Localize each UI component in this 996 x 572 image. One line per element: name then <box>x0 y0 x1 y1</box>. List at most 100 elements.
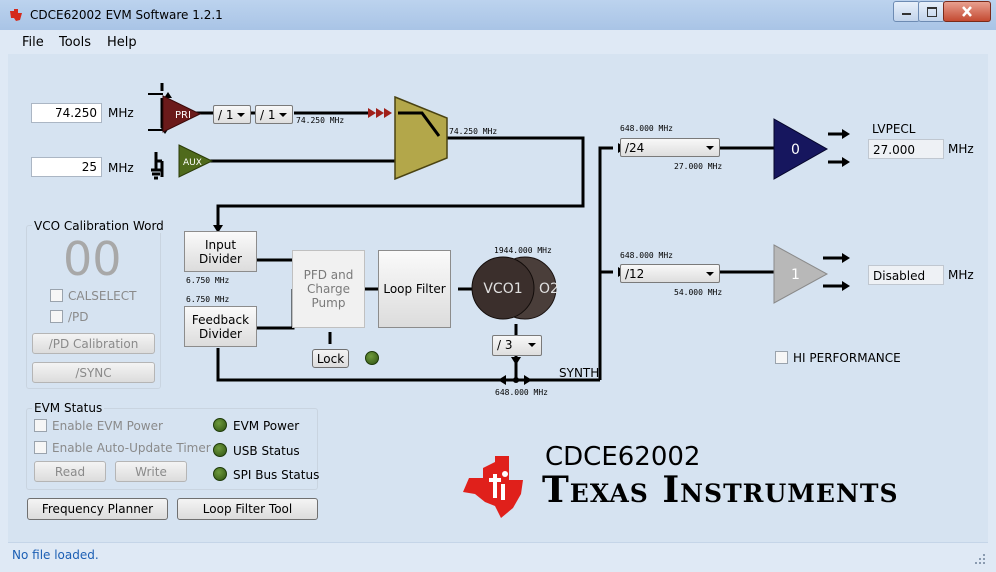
loop-filter-tool-button[interactable]: Loop Filter Tool <box>177 498 318 520</box>
status-bar: No file loaded. <box>8 542 988 567</box>
menu-file[interactable]: File <box>22 35 44 50</box>
pri-prediv1-select[interactable]: / 1 <box>213 105 251 124</box>
company-name: Texas Instruments <box>542 469 899 511</box>
chevron-down-icon <box>706 146 714 150</box>
chevron-down-icon <box>706 272 714 276</box>
resize-grip-icon[interactable] <box>974 553 986 565</box>
vco2-label: O2 <box>539 281 559 297</box>
vco-calibration-title: VCO Calibration Word <box>32 219 166 233</box>
pd-calibration-button[interactable]: /PD Calibration <box>32 333 155 354</box>
chevron-down-icon <box>237 113 245 117</box>
pri-prediv2-value: / 1 <box>260 108 276 122</box>
out0-in-freq-label: 648.000 MHz <box>620 124 673 133</box>
mux-freq-label: 74.250 MHz <box>449 127 498 136</box>
input-divider-block[interactable]: Input Divider <box>184 231 257 272</box>
out0-type-label: LVPECL <box>872 122 916 136</box>
frequency-planner-button[interactable]: Frequency Planner <box>27 498 168 520</box>
input-mux[interactable] <box>394 96 450 180</box>
out0-freq-unit: MHz <box>948 142 974 156</box>
enable-auto-update-checkbox[interactable] <box>34 441 47 454</box>
out0-divider-select[interactable]: /24 <box>620 138 720 157</box>
out1-divider-value: /12 <box>625 267 645 281</box>
window-title: CDCE62002 EVM Software 1.2.1 <box>30 8 223 22</box>
aux-buffer: AUX <box>178 144 214 178</box>
usb-status-led <box>213 443 227 457</box>
close-icon <box>962 6 972 17</box>
primary-freq-unit: MHz <box>108 106 134 120</box>
ti-app-icon <box>10 9 22 21</box>
spi-bus-status-led <box>213 467 227 481</box>
out0-out-freq-label: 27.000 MHz <box>674 162 723 171</box>
vco-divider-value: / 3 <box>497 338 513 352</box>
feedback-div-freq-label: 6.750 MHz <box>186 295 230 304</box>
hi-performance-label: HI PERFORMANCE <box>793 351 901 365</box>
aux-freq-unit: MHz <box>108 161 134 175</box>
loop-filter-block[interactable]: Loop Filter <box>378 250 451 328</box>
title-bar: CDCE62002 EVM Software 1.2.1 <box>0 0 996 30</box>
enable-evm-power-label: Enable EVM Power <box>52 419 163 433</box>
usb-status-label: USB Status <box>233 444 300 458</box>
minimize-button[interactable] <box>893 1 920 22</box>
out1-freq-readout: Disabled <box>868 265 944 285</box>
part-number-label: CDCE62002 <box>545 442 701 472</box>
lock-led <box>365 351 379 365</box>
aux-label: AUX <box>183 158 202 168</box>
evm-power-status-label: EVM Power <box>233 419 300 433</box>
read-button[interactable]: Read <box>34 461 106 482</box>
evm-power-led <box>213 418 227 432</box>
signal-wiring <box>148 83 850 385</box>
hi-performance-checkbox[interactable] <box>775 351 788 364</box>
pri-label: PRI <box>175 110 191 121</box>
pri-prediv2-select[interactable]: / 1 <box>255 105 293 124</box>
write-button[interactable]: Write <box>115 461 187 482</box>
out1-buffer-label: 1 <box>791 267 800 283</box>
pd-label: /PD <box>68 310 89 324</box>
maximize-button[interactable] <box>918 1 945 22</box>
menu-help[interactable]: Help <box>107 35 137 50</box>
ti-logo-icon <box>463 456 523 518</box>
out1-in-freq-label: 648.000 MHz <box>620 251 673 260</box>
out0-freq-readout: 27.000 <box>868 139 944 159</box>
primary-freq-input[interactable]: 74.250 <box>31 103 102 123</box>
calselect-checkbox[interactable] <box>50 289 63 302</box>
feedback-divider-block[interactable]: Feedback Divider <box>184 306 257 347</box>
pfd-charge-pump-block: PFD and Charge Pump <box>292 250 365 328</box>
vco-calibration-value: 00 <box>63 232 122 286</box>
vco1-label: VCO1 <box>483 281 522 297</box>
enable-evm-power-checkbox[interactable] <box>34 419 47 432</box>
calselect-label: CALSELECT <box>68 289 137 303</box>
maximize-icon <box>927 7 937 17</box>
status-text: No file loaded. <box>12 548 99 562</box>
chevron-down-icon <box>279 113 287 117</box>
input-div-freq-label: 6.750 MHz <box>186 276 230 285</box>
evm-status-group <box>26 408 318 490</box>
close-button[interactable] <box>943 1 991 22</box>
synth-freq-label: 648.000 MHz <box>495 388 548 397</box>
lock-button[interactable]: Lock <box>312 349 349 368</box>
menu-tools[interactable]: Tools <box>59 35 92 50</box>
synth-label: SYNTH <box>559 366 600 380</box>
vco-group: O2 VCO1 <box>471 256 559 320</box>
evm-status-title: EVM Status <box>32 401 105 415</box>
sync-button[interactable]: /SYNC <box>32 362 155 383</box>
out1-buffer[interactable]: 1 <box>773 244 829 304</box>
pri-prediv1-value: / 1 <box>218 108 234 122</box>
chevron-down-icon <box>528 343 536 347</box>
aux-freq-input[interactable]: 25 <box>31 157 102 177</box>
out0-divider-value: /24 <box>625 141 645 155</box>
vco-divider-select[interactable]: / 3 <box>492 335 542 356</box>
out0-buffer-label: 0 <box>791 142 800 158</box>
menu-bar: File Tools Help <box>8 30 988 54</box>
pri-buffer: PRI <box>162 95 202 133</box>
minimize-icon <box>902 13 911 15</box>
enable-auto-update-label: Enable Auto-Update Timer <box>52 441 211 455</box>
vco-freq-label: 1944.000 MHz <box>494 246 552 255</box>
prediv-freq-label: 74.250 MHz <box>296 116 345 125</box>
out1-divider-select[interactable]: /12 <box>620 264 720 283</box>
pd-checkbox[interactable] <box>50 310 63 323</box>
out0-buffer[interactable]: 0 <box>773 118 829 180</box>
spi-bus-status-label: SPI Bus Status <box>233 468 320 482</box>
out1-out-freq-label: 54.000 MHz <box>674 288 723 297</box>
out1-freq-unit: MHz <box>948 268 974 282</box>
